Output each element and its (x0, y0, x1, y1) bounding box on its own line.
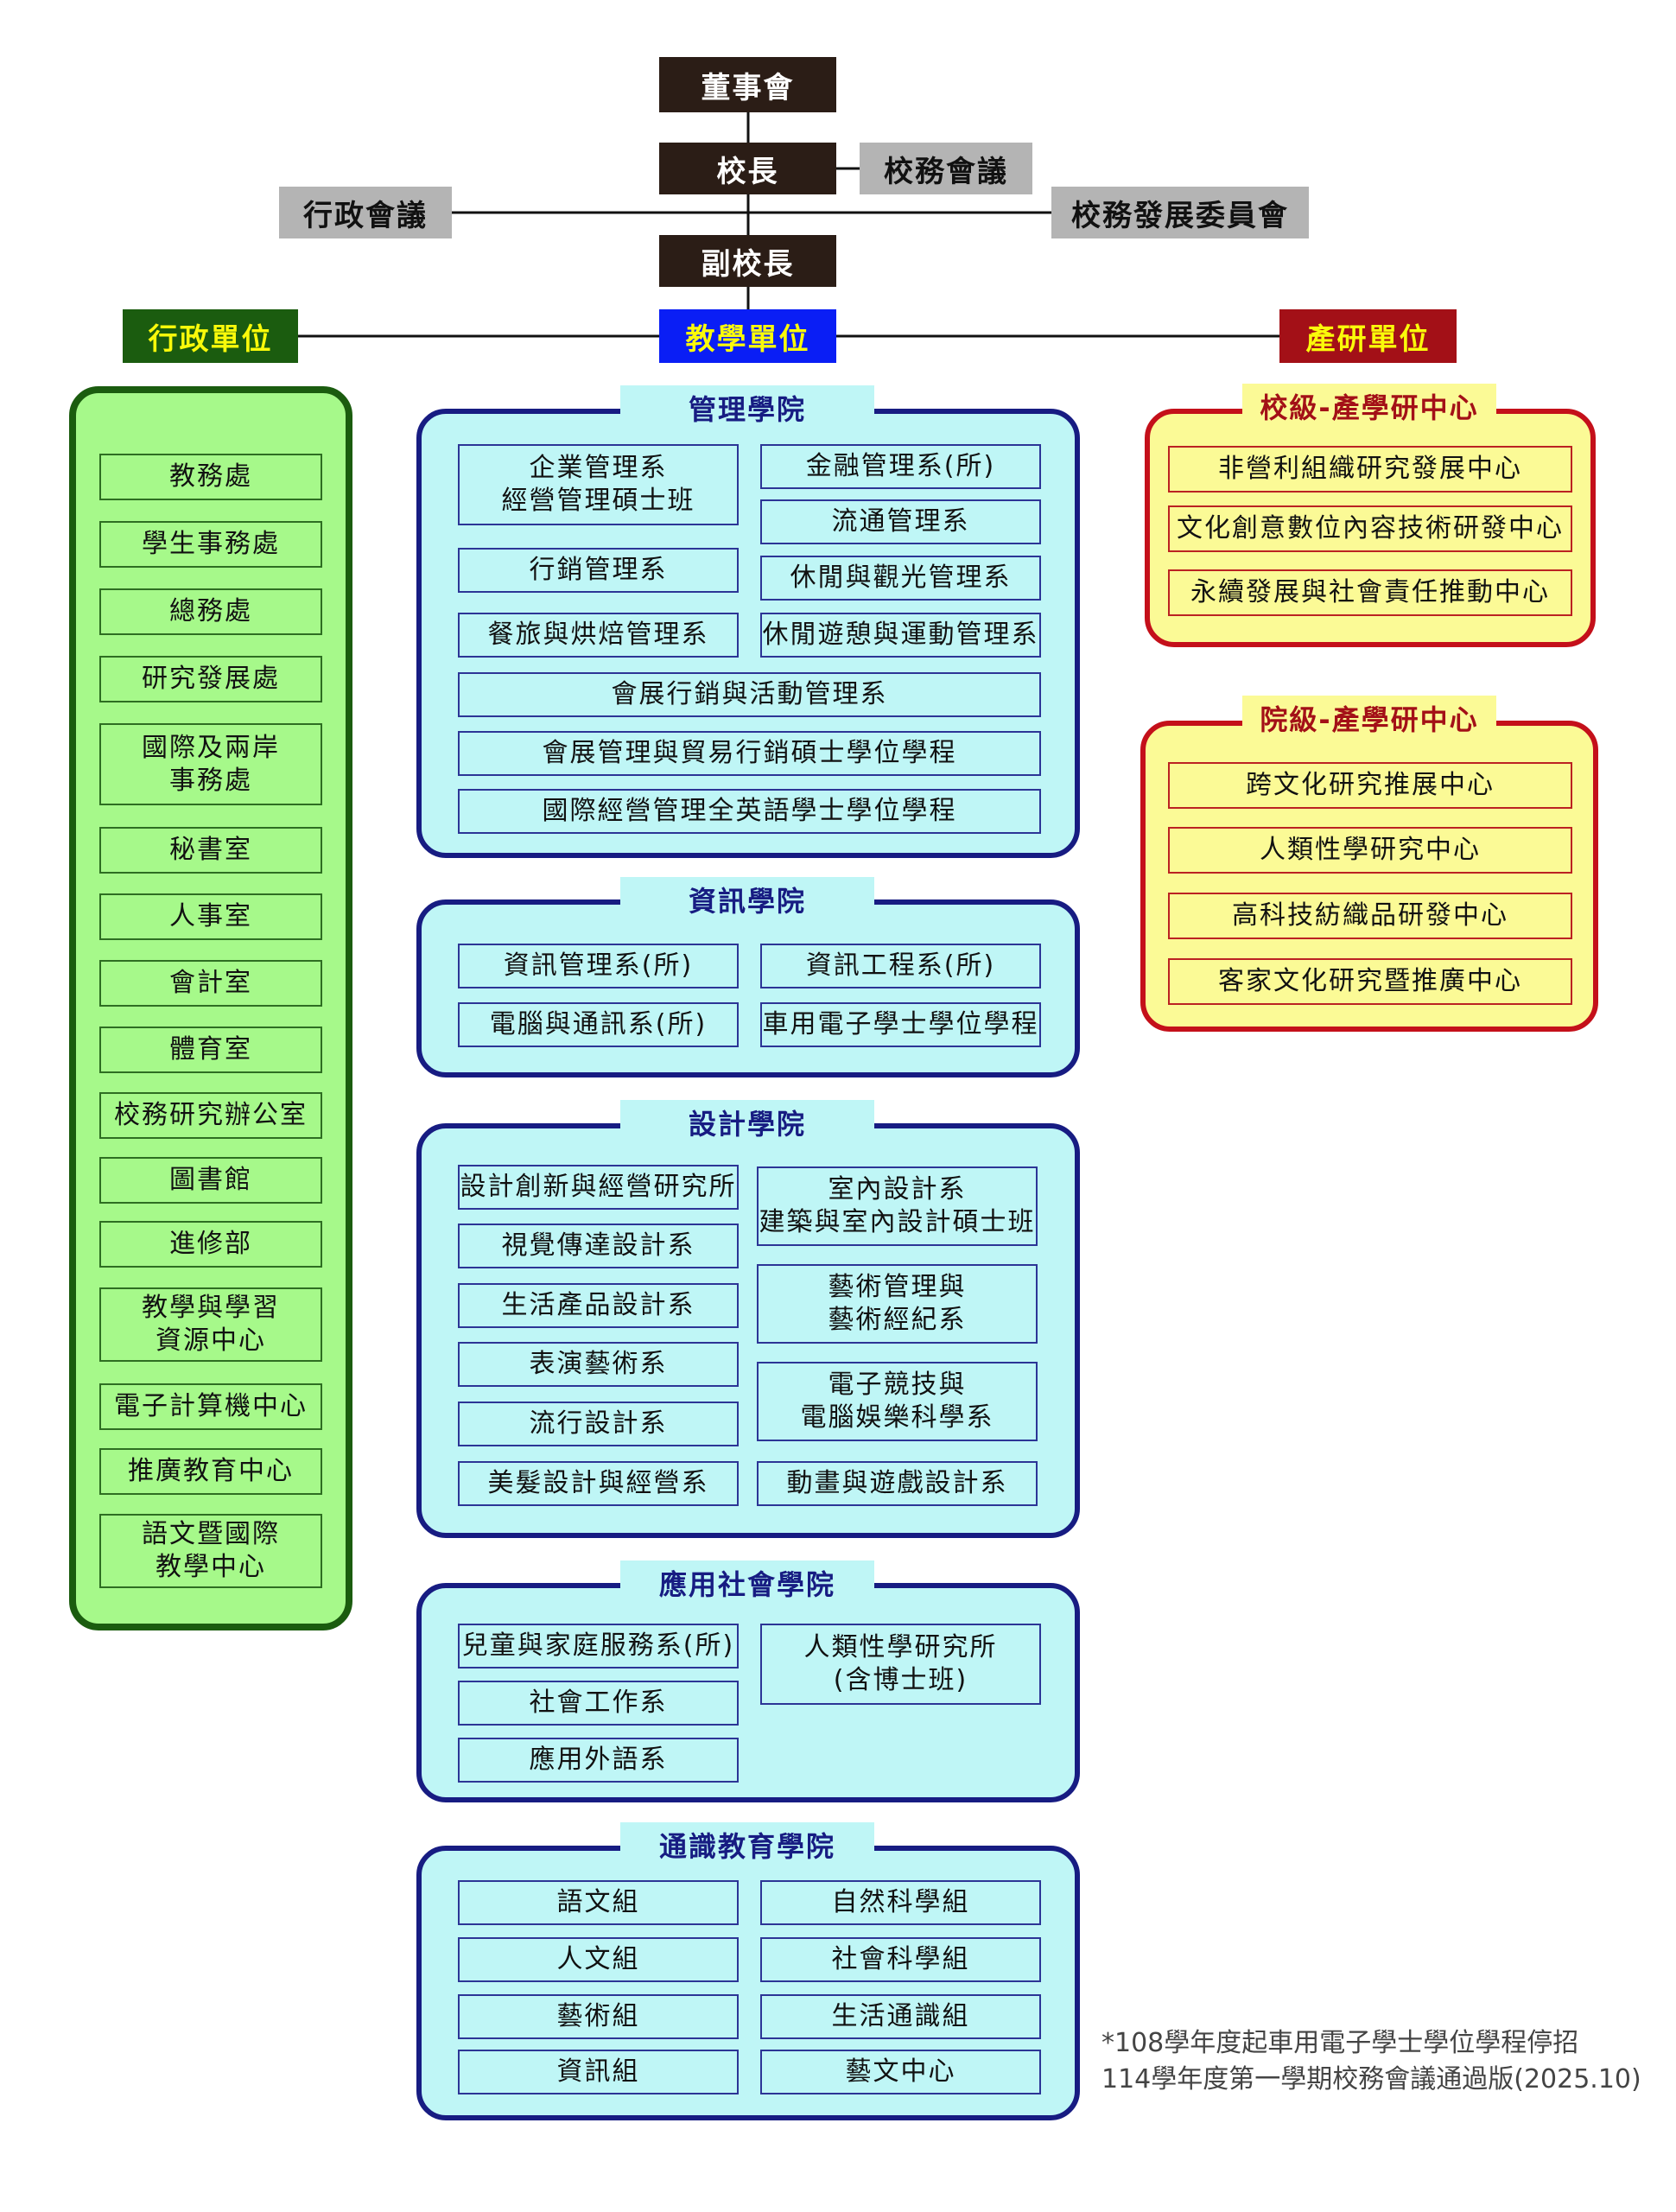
research-center-box: 非營利組織研究發展中心 (1168, 446, 1572, 493)
dept-box: 會展管理與貿易行銷碩士學位學程 (458, 731, 1041, 776)
general-education-college-title: 通識教育學院 (620, 1822, 874, 1867)
research-center-box: 文化創意數位內容技術研發中心 (1168, 505, 1572, 552)
dept-box: 企業管理系 經營管理碩士班 (458, 444, 739, 525)
dept-box: 休閒遊憩與運動管理系 (760, 613, 1041, 658)
dept-box: 餐旅與烘焙管理系 (458, 613, 739, 658)
footnote-line-2: 114學年度第一學期校務會議通過版(2025.10) (1101, 2064, 1641, 2094)
dept-box: 室內設計系 建築與室內設計碩士班 (757, 1166, 1038, 1246)
admin-unit: 進修部 (99, 1221, 322, 1268)
dept-box: 藝文中心 (760, 2050, 1041, 2094)
school-affairs-meeting-box: 校務會議 (860, 143, 1032, 194)
admin-unit: 體育室 (99, 1027, 322, 1073)
research-center-box: 人類性學研究中心 (1168, 827, 1572, 874)
dept-box: 藝術管理與 藝術經紀系 (757, 1264, 1038, 1344)
dept-box: 金融管理系(所) (760, 444, 1041, 489)
president-box: 校長 (659, 143, 836, 194)
admin-unit: 學生事務處 (99, 521, 322, 568)
dept-box: 自然科學組 (760, 1880, 1041, 1925)
admin-unit: 圖書館 (99, 1157, 322, 1204)
teaching-units-header: 教學單位 (659, 309, 836, 363)
college-level-research-title: 院級-產學研中心 (1242, 696, 1496, 741)
information-college-panel (416, 899, 1080, 1077)
dept-box: 資訊組 (458, 2050, 739, 2094)
footnote-line-1: *108學年度起車用電子學士學位學程停招 (1101, 2028, 1579, 2058)
dept-box: 人類性學研究所 (含博士班) (760, 1624, 1041, 1705)
admin-unit: 語文暨國際 教學中心 (99, 1514, 322, 1588)
admin-unit: 電子計算機中心 (99, 1383, 322, 1430)
admin-unit: 教務處 (99, 454, 322, 500)
admin-units-header: 行政單位 (123, 309, 298, 363)
dept-box: 生活通識組 (760, 1994, 1041, 2039)
information-college-title: 資訊學院 (620, 877, 874, 922)
dept-box: 流通管理系 (760, 499, 1041, 544)
research-center-box: 高科技紡織品研發中心 (1168, 893, 1572, 939)
dept-box: 車用電子學士學位學程 (760, 1002, 1041, 1047)
board-box: 董事會 (659, 57, 836, 112)
research-units-header: 產研單位 (1279, 309, 1457, 363)
research-center-box: 客家文化研究暨推廣中心 (1168, 958, 1572, 1005)
vice-president-box: 副校長 (659, 235, 836, 287)
dept-box: 表演藝術系 (458, 1342, 739, 1387)
admin-unit: 秘書室 (99, 827, 322, 874)
dept-box: 資訊管理系(所) (458, 944, 739, 988)
dept-box: 動畫與遊戲設計系 (757, 1461, 1038, 1506)
admin-unit: 人事室 (99, 893, 322, 940)
admin-unit: 推廣教育中心 (99, 1448, 322, 1495)
dept-box: 資訊工程系(所) (760, 944, 1041, 988)
management-college-title: 管理學院 (620, 385, 874, 430)
dept-box: 兒童與家庭服務系(所) (458, 1624, 739, 1669)
dept-box: 設計創新與經營研究所 (458, 1165, 739, 1210)
admin-unit: 教學與學習 資源中心 (99, 1287, 322, 1362)
admin-unit: 總務處 (99, 588, 322, 635)
dept-box: 電腦與通訊系(所) (458, 1002, 739, 1047)
admin-unit: 國際及兩岸 事務處 (99, 723, 322, 805)
dept-box: 會展行銷與活動管理系 (458, 672, 1041, 717)
dept-box: 應用外語系 (458, 1738, 739, 1783)
dept-box: 流行設計系 (458, 1402, 739, 1446)
school-level-research-title: 校級-產學研中心 (1242, 384, 1496, 429)
admin-unit: 校務研究辦公室 (99, 1092, 322, 1139)
dept-box: 人文組 (458, 1937, 739, 1982)
dept-box: 行銷管理系 (458, 548, 739, 593)
design-college-title: 設計學院 (620, 1100, 874, 1145)
dept-box: 藝術組 (458, 1994, 739, 2039)
dept-box: 美髮設計與經營系 (458, 1461, 739, 1506)
research-center-box: 永續發展與社會責任推動中心 (1168, 569, 1572, 616)
dept-box: 視覺傳達設計系 (458, 1224, 739, 1268)
dept-box: 社會科學組 (760, 1937, 1041, 1982)
dept-box: 休閒與觀光管理系 (760, 556, 1041, 601)
admin-meeting-box: 行政會議 (279, 187, 452, 238)
dept-box: 生活產品設計系 (458, 1283, 739, 1328)
admin-unit: 會計室 (99, 960, 322, 1007)
dept-box: 社會工作系 (458, 1681, 739, 1726)
dept-box: 語文組 (458, 1880, 739, 1925)
development-committee-box: 校務發展委員會 (1051, 187, 1309, 238)
dept-box: 電子競技與 電腦娛樂科學系 (757, 1362, 1038, 1441)
social-college-title: 應用社會學院 (620, 1560, 874, 1605)
dept-box: 國際經營管理全英語學士學位學程 (458, 789, 1041, 834)
admin-units-panel (69, 386, 352, 1630)
admin-unit: 研究發展處 (99, 656, 322, 702)
research-center-box: 跨文化研究推展中心 (1168, 762, 1572, 809)
